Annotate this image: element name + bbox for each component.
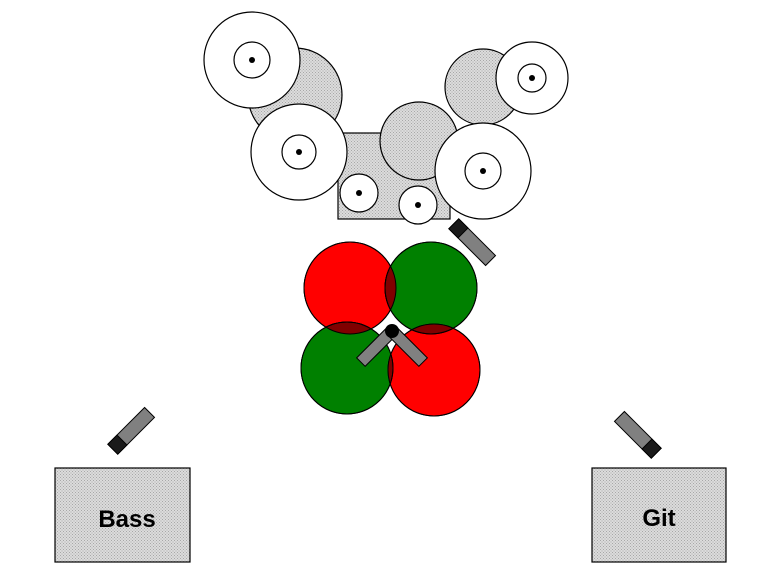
bass-amp (54, 467, 191, 563)
amplifier-icon (54, 467, 191, 563)
guitar-amp-label: Git (642, 505, 675, 532)
microphone-icon (107, 406, 156, 455)
polar-pattern-icon (300, 241, 481, 417)
cymbal-top-right (495, 41, 569, 115)
cymbal-small-left (339, 173, 379, 213)
amplifier-icon (591, 467, 727, 563)
microphone-icon (448, 218, 497, 267)
bass-amp-label: Bass (98, 506, 155, 533)
cymbal-mid-left (250, 103, 348, 201)
drum-kit-icon (203, 11, 569, 225)
guitar-amp (591, 467, 727, 563)
cymbal-mid-right (434, 122, 532, 220)
cymbal-top-left (203, 11, 301, 109)
cymbal-small-right (398, 185, 438, 225)
mic-pair-capsule (385, 324, 399, 338)
microphone-icon (613, 410, 662, 459)
